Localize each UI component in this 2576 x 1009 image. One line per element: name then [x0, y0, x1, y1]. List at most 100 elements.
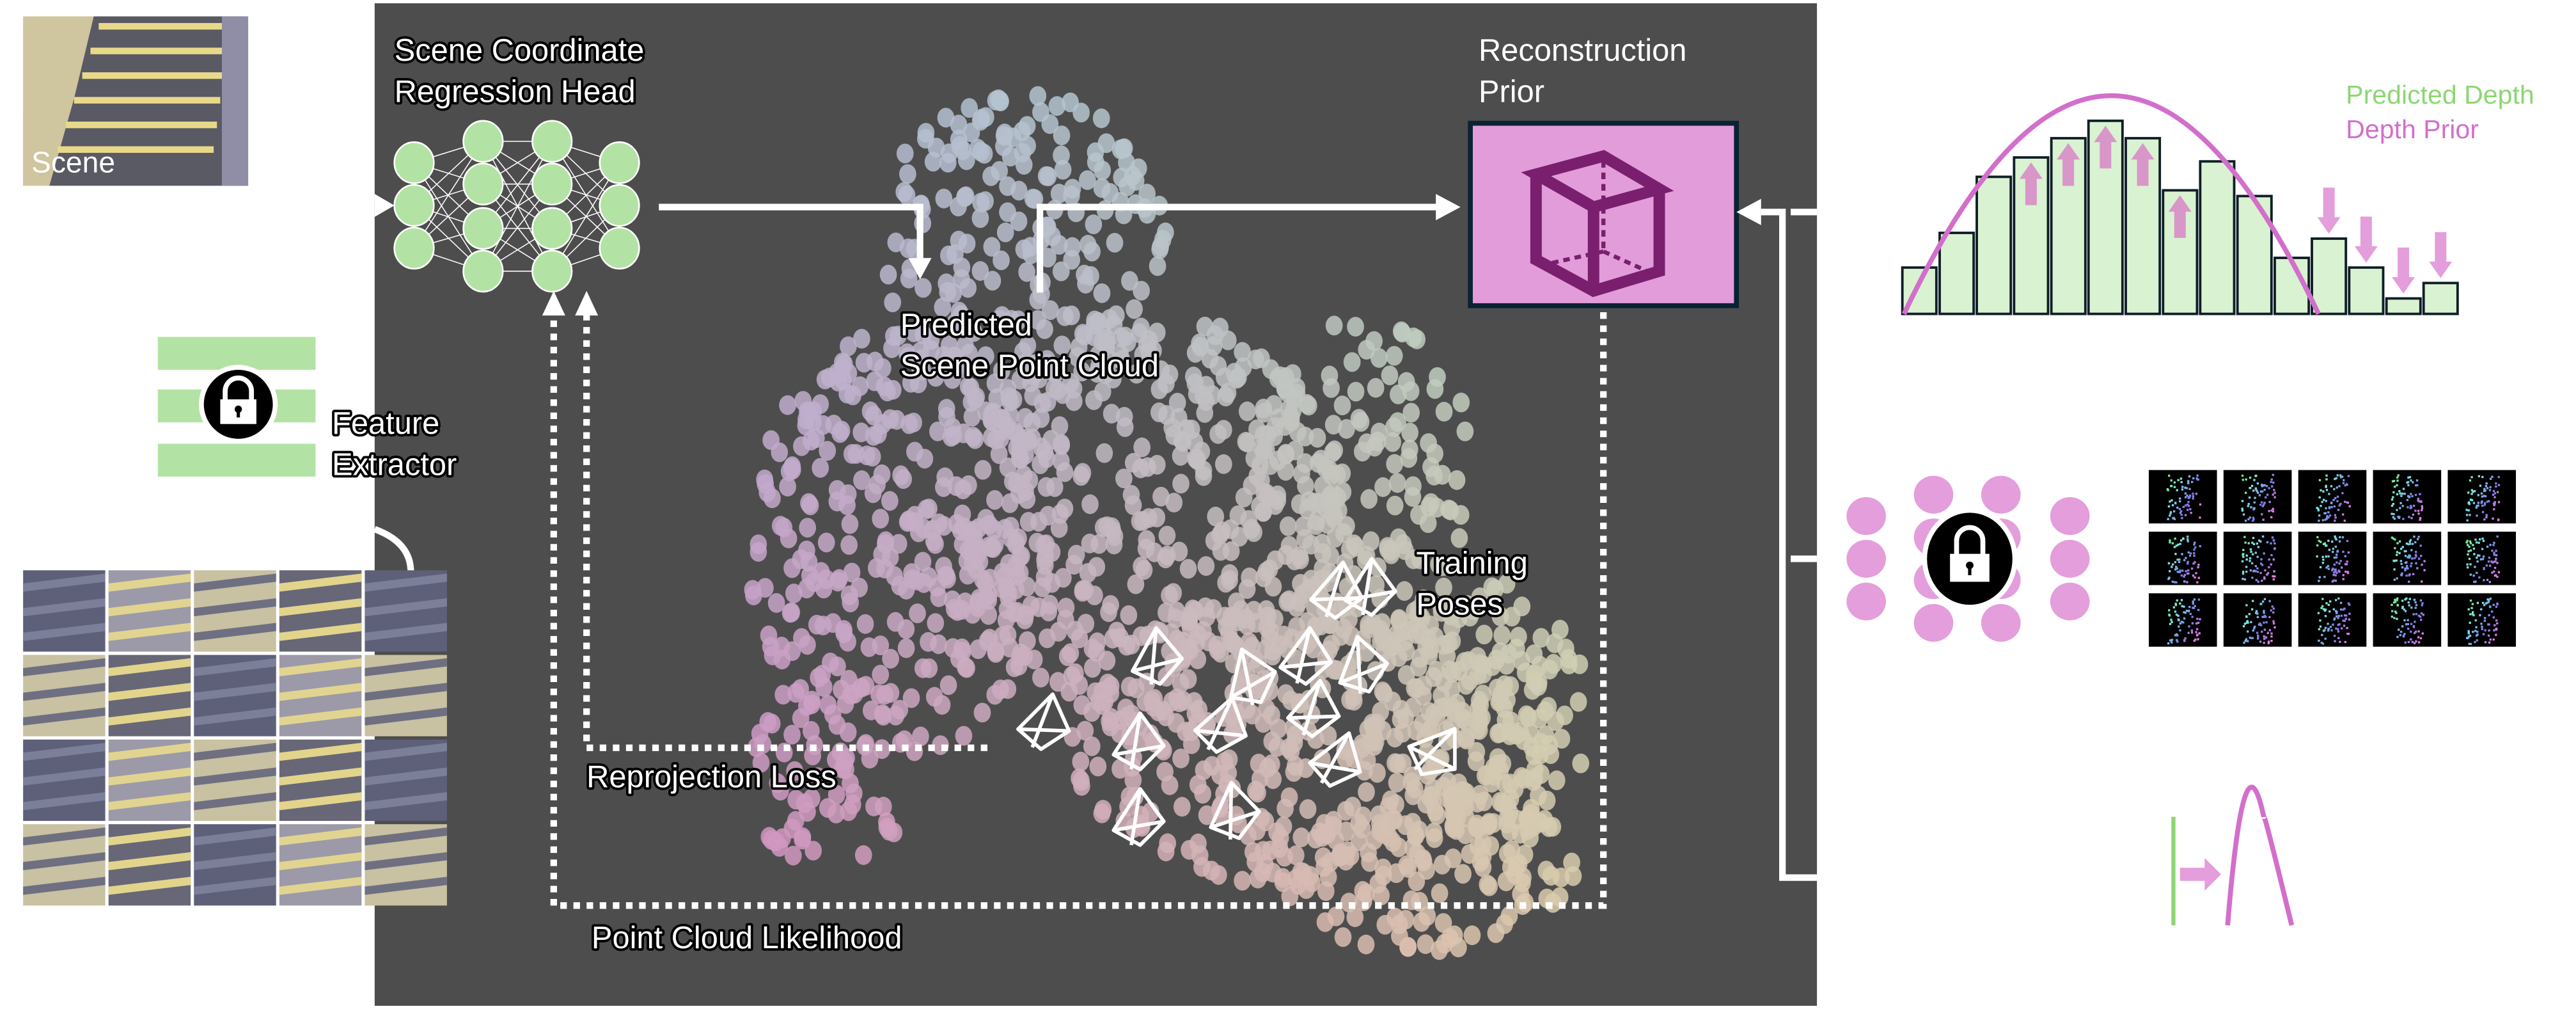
thumbnail-point [2489, 477, 2492, 481]
point [1370, 813, 1388, 834]
thumbnail-point [2316, 555, 2318, 558]
point [1388, 473, 1406, 493]
point [1292, 827, 1310, 848]
thumbnail-point [2247, 542, 2250, 544]
thumbnail-point [2325, 500, 2327, 502]
thumbnail-point [2497, 519, 2500, 521]
thumbnail-point [2339, 474, 2342, 477]
thumbnail-point [2405, 565, 2408, 568]
point [1076, 326, 1094, 346]
thumbnail-point [2252, 600, 2254, 602]
thumbnail-point [2319, 566, 2322, 569]
thumbnail-point [2259, 624, 2263, 626]
thumbnail-point [2182, 537, 2185, 540]
thumbnail-point [2348, 618, 2351, 621]
thumbnail-point [2317, 509, 2320, 512]
point [961, 98, 978, 118]
point-cloud-thumbnail [2223, 470, 2292, 524]
point [1370, 422, 1388, 443]
point [1099, 673, 1117, 694]
point [1054, 384, 1072, 404]
point [837, 759, 854, 780]
prior-label-1: Reconstruction [1479, 33, 1686, 68]
point [1360, 489, 1378, 509]
thumbnail-point [2469, 498, 2472, 501]
thumbnail-point [2268, 558, 2270, 561]
point [1308, 427, 1326, 448]
thumbnail-point [2474, 538, 2477, 541]
point [828, 804, 845, 823]
image-tile-stripe [23, 598, 106, 617]
thumbnail-point [2408, 555, 2412, 557]
camera-edge [1301, 680, 1322, 736]
point [1234, 357, 1252, 377]
thumbnail-point [2192, 562, 2195, 565]
point-cloud-thumbnail [2298, 593, 2367, 647]
thumbnail-point [2247, 630, 2249, 633]
point [1478, 765, 1496, 785]
thumbnail-point [2171, 542, 2174, 544]
camera-frustum [1343, 557, 1397, 617]
point [1105, 315, 1123, 335]
thumbnail-point [2261, 564, 2264, 566]
thumbnail-point [2256, 555, 2259, 559]
thumbnail-point [2472, 547, 2476, 550]
thumbnail-point [2325, 602, 2328, 605]
point [1053, 145, 1070, 166]
image-tile-stripe [194, 598, 276, 617]
thumbnail-point [2274, 496, 2276, 498]
thumbnail-point [2254, 565, 2257, 568]
point [1238, 615, 1256, 635]
thumbnail-point [2335, 477, 2337, 480]
point [1105, 534, 1123, 555]
point [1148, 454, 1166, 475]
camera-pose-icon [1209, 781, 1261, 840]
thumbnail-point [2251, 637, 2254, 639]
histogram-bar [2236, 195, 2273, 315]
thumbnail-point [2187, 540, 2189, 543]
thumbnail-point [2495, 619, 2498, 622]
point [1309, 453, 1327, 473]
point [1054, 568, 1072, 588]
point [1386, 454, 1404, 474]
point [815, 677, 833, 697]
point [1493, 625, 1511, 646]
camera-pose-icon [1343, 557, 1397, 617]
point [1443, 617, 1461, 638]
thumbnail-point [2272, 558, 2275, 561]
thumbnail-point [2339, 601, 2343, 604]
thumbnail-point [2195, 622, 2198, 625]
thumbnail-point [2421, 507, 2424, 509]
thumbnail-point [2490, 560, 2493, 563]
point [1037, 166, 1055, 186]
point [1152, 360, 1170, 381]
thumbnail-point [2488, 629, 2490, 632]
thumbnail-point [2187, 480, 2190, 482]
nn-node [393, 184, 435, 227]
thumbnail-point [2414, 607, 2417, 609]
point [798, 540, 815, 560]
camera-frustum [1131, 626, 1184, 686]
thumbnail-point [2475, 626, 2478, 628]
thumbnail-point [2494, 574, 2497, 576]
thumbnail-point [2256, 567, 2259, 570]
thumbnail-point [2393, 578, 2396, 581]
point [1337, 749, 1355, 768]
thumbnail-point [2316, 536, 2319, 539]
thumbnail-point [2320, 489, 2322, 492]
thumbnail-point [2393, 486, 2396, 488]
thumbnail-point [2478, 554, 2481, 557]
thumbnail-point [2169, 500, 2171, 503]
thumbnail-point [2336, 500, 2339, 502]
point [924, 520, 942, 540]
point [1537, 861, 1555, 881]
thumbnail-point [2180, 599, 2183, 601]
point [1402, 402, 1420, 423]
arrow-head-down [908, 258, 932, 280]
thumbnail-point [2493, 508, 2495, 511]
point [1009, 310, 1027, 331]
image-tile-stripe [365, 743, 447, 761]
point-cloud-label-2: Scene Point Cloud [900, 349, 1159, 383]
thumbnail-point [2183, 611, 2185, 614]
point [1358, 340, 1376, 360]
